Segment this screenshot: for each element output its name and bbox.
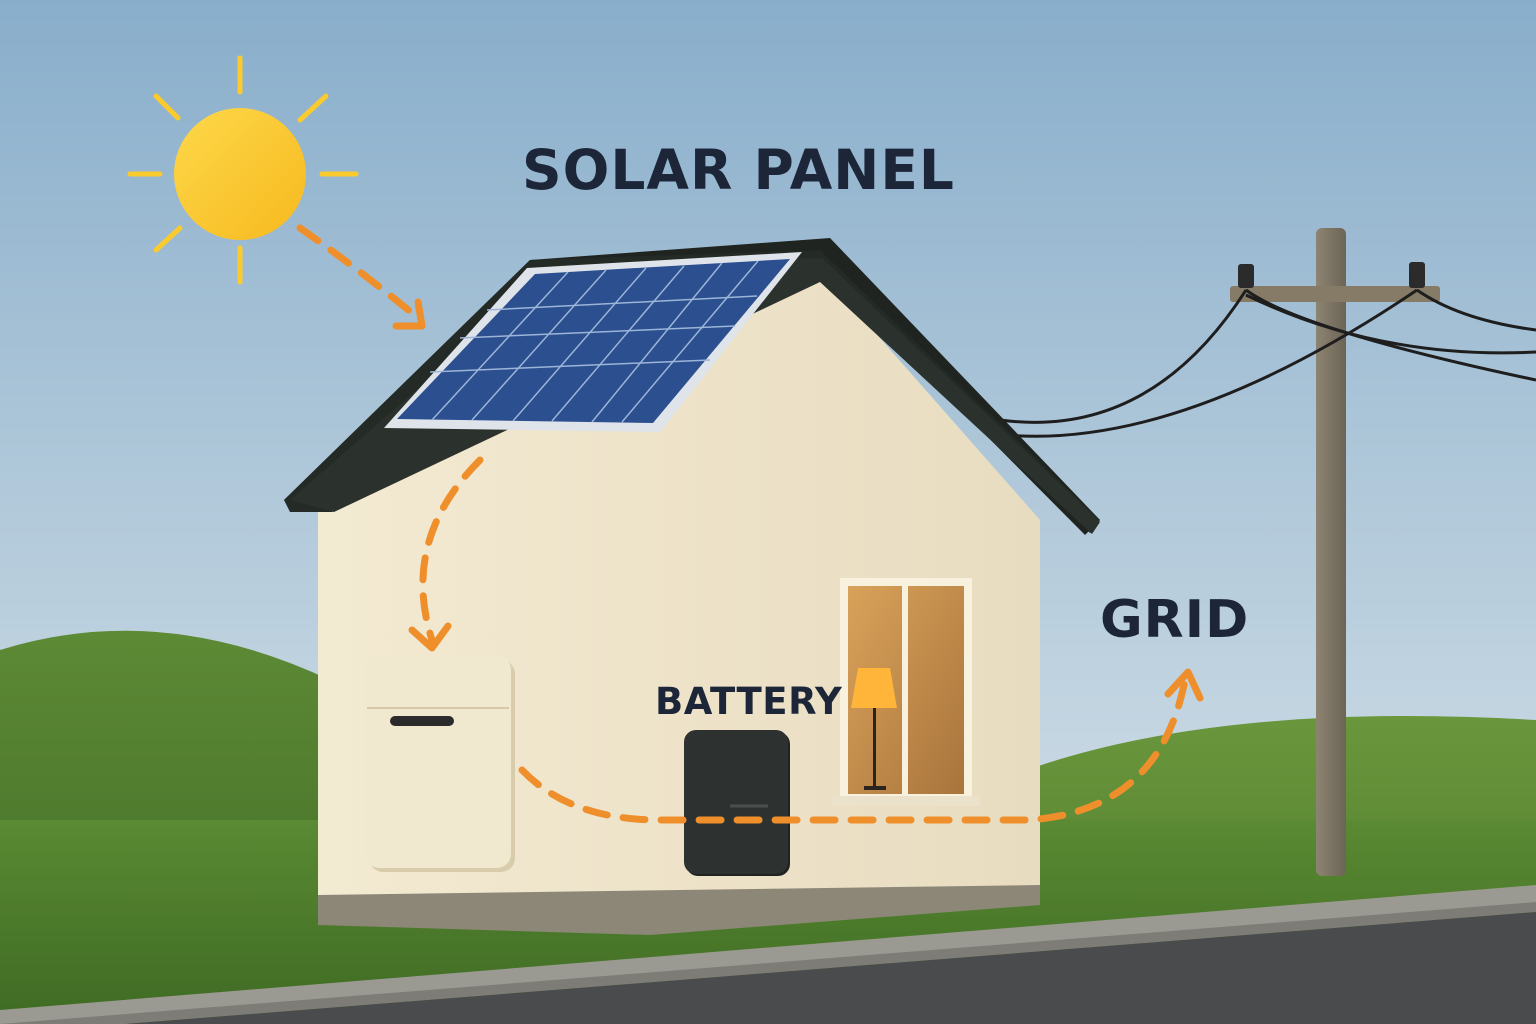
window [832, 578, 980, 806]
curb [0, 902, 1536, 1024]
lamp-icon [851, 668, 897, 790]
power-lines [999, 288, 1536, 438]
energy-flow-arrows [296, 224, 1189, 824]
panel-to-inverter-arrow [419, 456, 484, 644]
solar-panel [384, 252, 802, 432]
house-foundation [318, 885, 1040, 935]
sun-to-panel-arrow [296, 224, 422, 322]
grid-label: GRID [1100, 590, 1250, 650]
solar-panel-label: SOLAR PANEL [522, 138, 955, 202]
grid-arrowhead [1164, 668, 1204, 702]
sidewalk [0, 885, 1536, 1024]
inverter-arrowhead [408, 622, 452, 652]
utility-pole-icon [1230, 228, 1440, 876]
battery-label: BATTERY [655, 680, 843, 723]
road [0, 912, 1536, 1024]
inverter-to-grid-arrow [518, 676, 1189, 824]
sun-arrowhead [392, 298, 426, 330]
sun-icon [127, 55, 359, 285]
battery-unit [684, 730, 790, 876]
inverter-unit [365, 656, 515, 872]
